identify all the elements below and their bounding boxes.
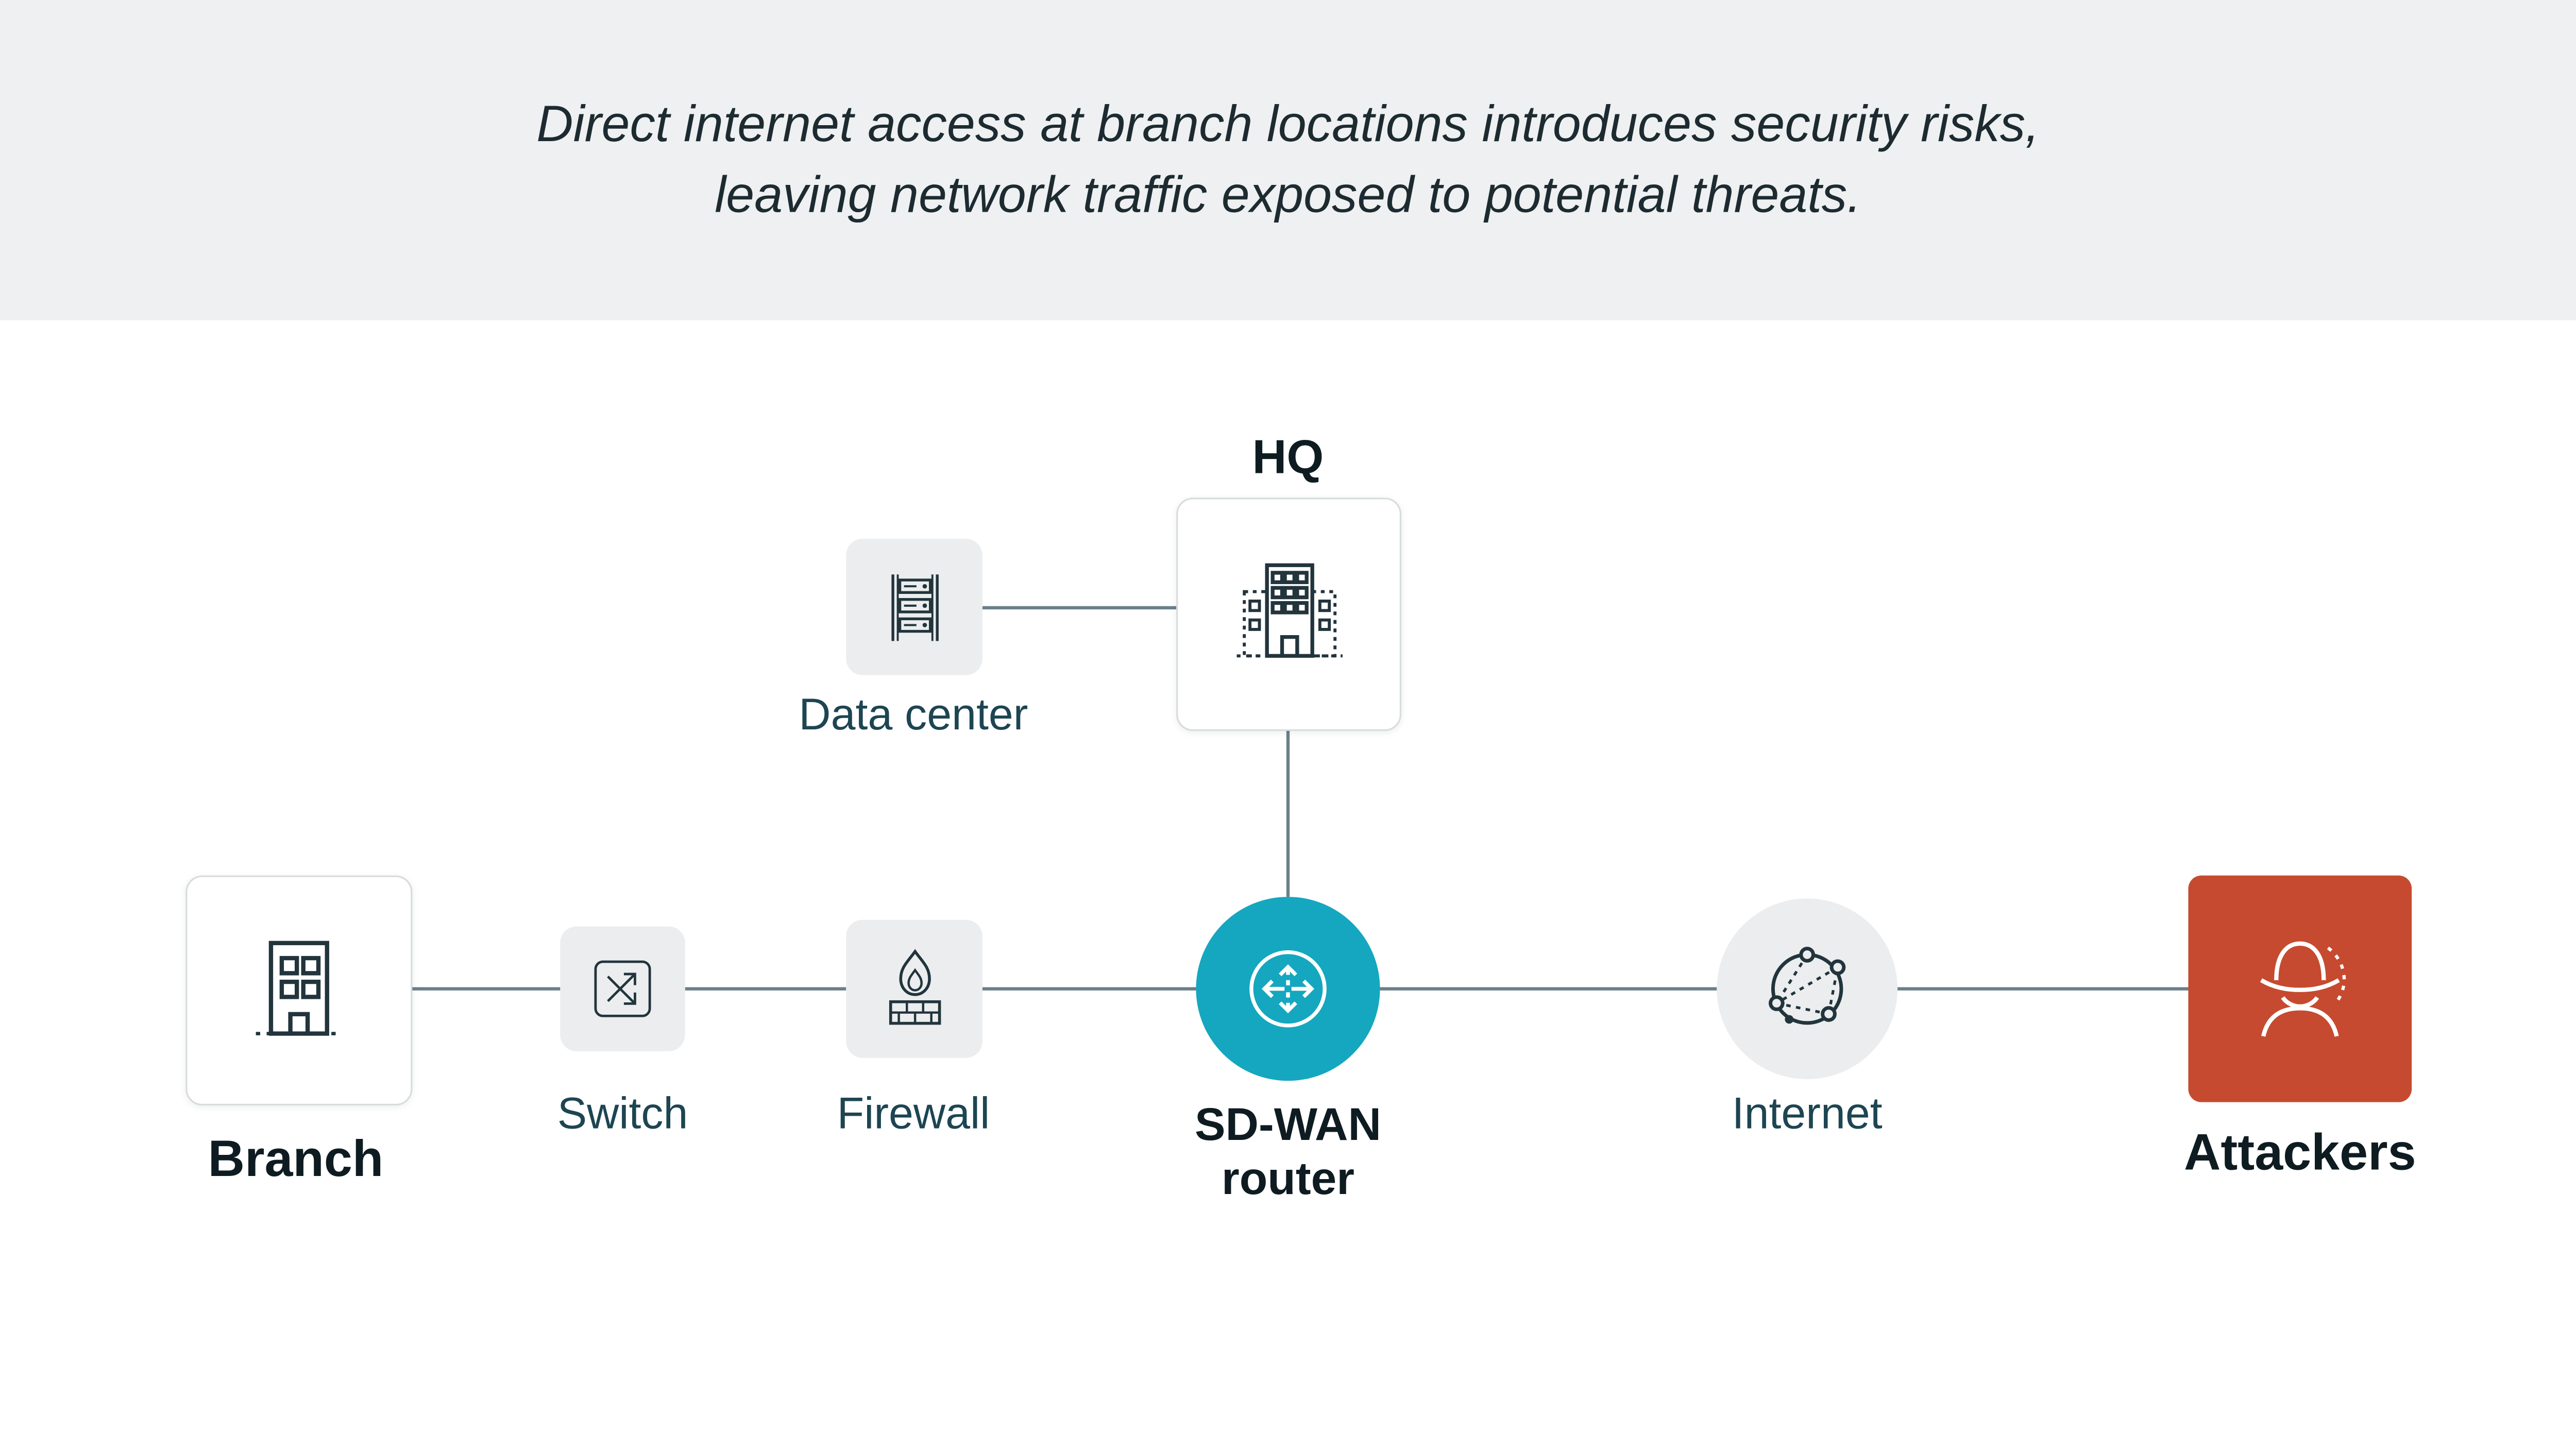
connector-switch-firewall	[685, 987, 846, 990]
connector-datacenter-hq	[982, 606, 1177, 609]
server-rack-icon	[870, 562, 958, 651]
internet-label: Internet	[1732, 1089, 1883, 1138]
spy-hat-icon	[2231, 920, 2369, 1058]
banner: Direct internet access at branch locatio…	[0, 0, 2576, 320]
branch-label: Branch	[208, 1130, 384, 1188]
connector-hq-router	[1286, 727, 1289, 897]
node-data-center	[846, 538, 982, 675]
node-firewall	[846, 919, 982, 1058]
data-center-label: Data center	[799, 690, 1028, 739]
node-hq	[1176, 498, 1402, 731]
node-attackers	[2188, 875, 2412, 1102]
node-branch	[185, 875, 413, 1106]
connector-firewall-router	[982, 987, 1196, 990]
hq-building-icon	[1213, 554, 1364, 675]
node-switch	[560, 926, 685, 1051]
sdwan-router-label: SD-WAN router	[1194, 1099, 1382, 1204]
switch-arrows-icon	[583, 949, 662, 1028]
connector-internet-attackers	[1897, 987, 2189, 990]
hq-label: HQ	[1252, 432, 1324, 485]
node-internet	[1717, 898, 1898, 1080]
globe-network-icon	[1750, 931, 1865, 1046]
firewall-label: Firewall	[837, 1089, 990, 1138]
attackers-label: Attackers	[2183, 1123, 2416, 1181]
switch-label: Switch	[557, 1089, 688, 1138]
firewall-flame-brick-icon	[868, 943, 960, 1035]
banner-text: Direct internet access at branch locatio…	[536, 95, 2040, 223]
connector-branch-switch	[409, 987, 561, 990]
router-arrows-icon	[1232, 933, 1344, 1045]
building-icon	[230, 922, 368, 1060]
node-sdwan-router	[1196, 897, 1380, 1081]
connector-router-internet	[1380, 987, 1717, 990]
